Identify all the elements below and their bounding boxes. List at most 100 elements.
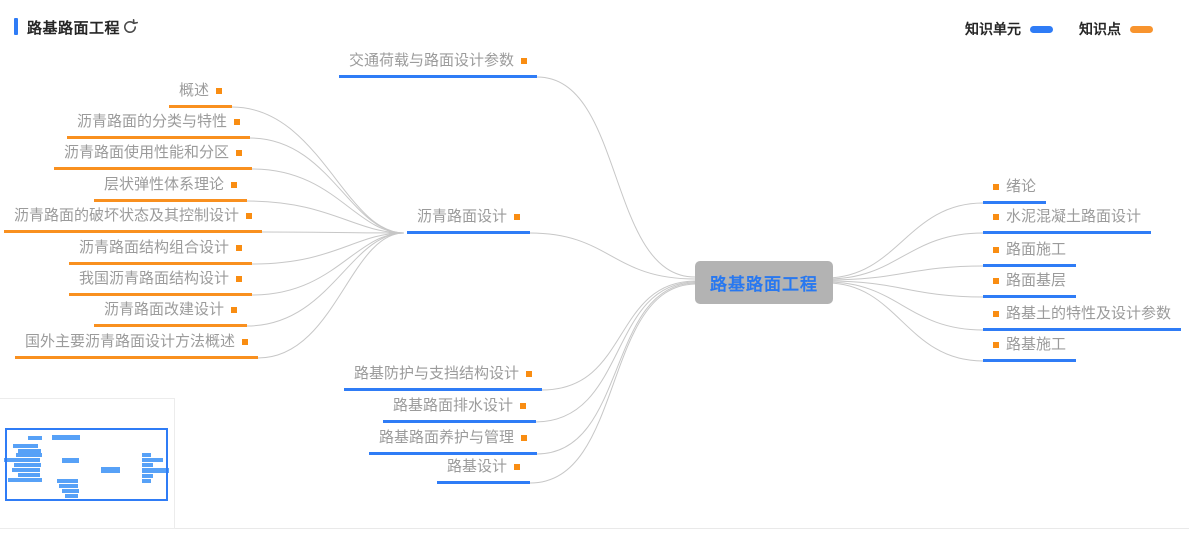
legend: 知识单元 知识点 [965,19,1153,39]
point-marker-icon [521,58,527,64]
legend-knowledge-unit: 知识单元 [965,19,1053,39]
page-bottom-divider [0,528,1189,529]
node-label: 沥青路面结构组合设计 [78,239,229,256]
node-label: 国外主要沥青路面设计方法概述 [24,333,235,350]
node-label: 路基土的特性及设计参数 [1006,305,1172,322]
node-label: 水泥混凝土路面设计 [1006,208,1142,225]
node-label: 路基路面养护与管理 [378,429,514,446]
knowledge-unit-node[interactable]: 路基施工 [983,336,1077,362]
point-marker-icon [993,278,999,284]
knowledge-unit-node[interactable]: 路基土的特性及设计参数 [983,305,1182,331]
point-marker-icon [526,371,532,377]
point-marker-icon [246,213,252,219]
node-label: 路基设计 [446,458,507,475]
knowledge-point-node[interactable]: 沥青路面改建设计 [93,301,247,327]
node-label: 路面基层 [1006,272,1067,289]
node-label: 路基路面排水设计 [392,397,513,414]
page-title: 路基路面工程 [27,20,121,37]
knowledge-unit-node[interactable]: 水泥混凝土路面设计 [983,208,1152,234]
minimap-node-bar [142,453,151,457]
minimap-node-bar [18,473,40,477]
point-marker-icon [231,182,237,188]
knowledge-unit-node[interactable]: 路基路面排水设计 [382,397,536,423]
node-label: 沥青路面设计 [416,208,507,225]
node-label: 路基施工 [1006,336,1067,353]
minimap-node-bar [142,468,169,473]
minimap-node-bar [62,489,79,493]
knowledge-point-node[interactable]: 层状弹性体系理论 [93,176,247,202]
knowledge-point-node[interactable]: 沥青路面使用性能和分区 [53,144,252,170]
point-marker-icon [993,184,999,190]
point-marker-icon [514,464,520,470]
knowledge-point-node[interactable]: 国外主要沥青路面设计方法概述 [14,333,258,359]
knowledge-unit-node[interactable]: 路基路面养护与管理 [368,429,537,455]
root-node[interactable]: 路基路面工程 [695,261,833,304]
knowledge-unit-node[interactable]: 交通荷载与路面设计参数 [338,52,537,78]
minimap-node-bar [18,449,41,453]
node-label: 路面施工 [1006,241,1067,258]
knowledge-unit-node[interactable]: 路基设计 [436,458,530,484]
point-marker-icon [520,403,526,409]
minimap-node-bar [142,479,151,483]
knowledge-point-node[interactable]: 我国沥青路面结构设计 [68,270,252,296]
minimap-node-bar [65,494,78,498]
node-label: 沥青路面改建设计 [103,301,224,318]
legend-knowledge-point: 知识点 [1079,19,1153,39]
point-marker-icon [993,214,999,220]
point-marker-icon [236,276,242,282]
minimap-node-bar [16,453,42,457]
point-marker-icon [231,307,237,313]
minimap-node-bar [4,458,40,462]
legend-unit-color-swatch [1030,25,1053,33]
point-marker-icon [242,339,248,345]
knowledge-unit-node[interactable]: 路面基层 [983,272,1077,298]
knowledge-unit-node[interactable]: 路面施工 [983,241,1077,267]
node-label: 沥青路面的破坏状态及其控制设计 [13,207,239,224]
point-marker-icon [514,214,520,220]
node-label: 我国沥青路面结构设计 [78,270,229,287]
knowledge-point-node[interactable]: 沥青路面的分类与特性 [66,113,250,139]
minimap-viewport[interactable] [5,428,168,501]
point-marker-icon [521,435,527,441]
point-marker-icon [993,247,999,253]
knowledge-point-node[interactable]: 沥青路面结构组合设计 [68,239,252,265]
minimap[interactable] [0,398,175,529]
node-label: 路基防护与支挡结构设计 [353,365,519,382]
minimap-node-bar [12,468,40,472]
point-marker-icon [993,342,999,348]
point-marker-icon [236,150,242,156]
minimap-node-bar [142,458,163,462]
node-label: 沥青路面的分类与特性 [76,113,227,130]
minimap-node-bar [57,479,78,483]
minimap-node-bar [8,478,42,482]
knowledge-unit-node[interactable]: 沥青路面设计 [406,208,530,234]
point-marker-icon [234,119,240,125]
legend-point-label: 知识点 [1079,21,1121,37]
minimap-node-bar [28,436,42,440]
minimap-node-bar [52,435,80,440]
minimap-node-bar [142,463,153,467]
refresh-icon[interactable] [121,18,139,36]
legend-point-color-swatch [1130,25,1153,33]
node-label: 绪论 [1006,178,1037,195]
minimap-node-bar [142,474,153,478]
knowledge-point-node[interactable]: 沥青路面的破坏状态及其控制设计 [3,207,262,233]
knowledge-unit-node[interactable]: 绪论 [983,178,1047,204]
knowledge-point-node[interactable]: 概述 [168,82,232,108]
minimap-node-bar [59,484,78,488]
knowledge-unit-node[interactable]: 路基防护与支挡结构设计 [343,365,542,391]
legend-unit-label: 知识单元 [965,21,1021,37]
point-marker-icon [993,311,999,317]
minimap-node-bar [101,467,120,473]
node-label: 层状弹性体系理论 [103,176,224,193]
minimap-node-bar [14,463,41,467]
point-marker-icon [216,88,222,94]
node-label: 沥青路面使用性能和分区 [63,144,229,161]
minimap-node-bar [13,444,38,448]
title-accent-bar [14,18,18,35]
point-marker-icon [236,245,242,251]
node-label: 交通荷载与路面设计参数 [348,52,514,69]
minimap-node-bar [62,458,79,463]
